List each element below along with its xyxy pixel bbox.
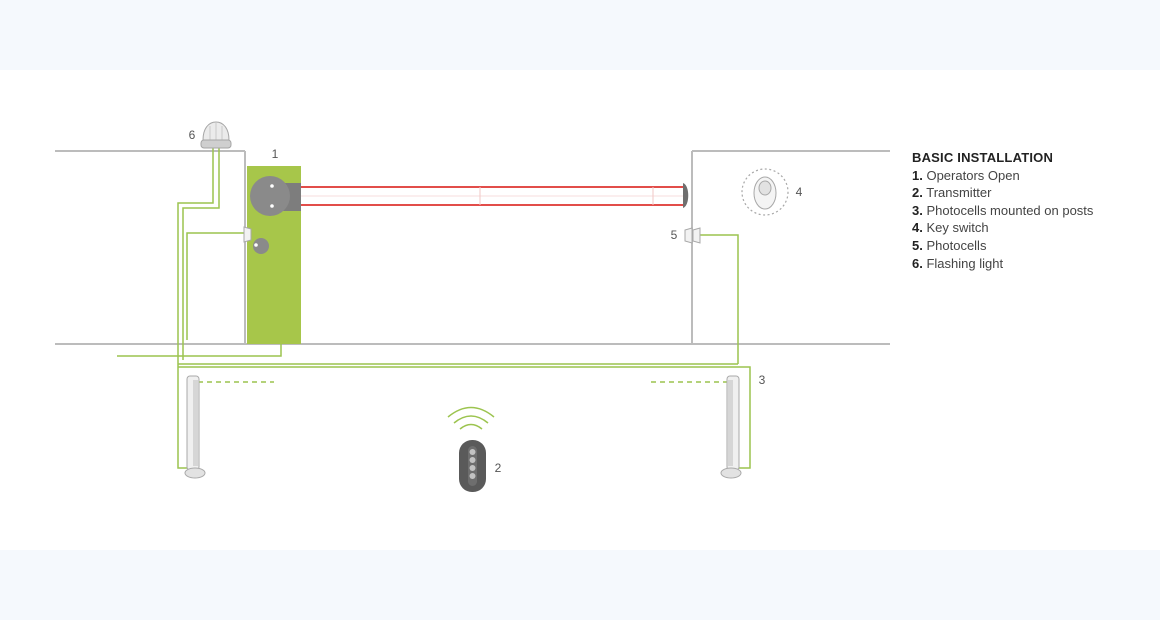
legend-item: 4. Key switch xyxy=(912,219,1093,237)
top-band xyxy=(0,0,1160,70)
bottom-band xyxy=(0,550,1160,620)
callout-key-switch: 4 xyxy=(796,185,803,199)
wire-flashing-light-a xyxy=(177,148,214,469)
legend: BASIC INSTALLATION 1. Operators Open 2. … xyxy=(912,149,1093,272)
signal-wave-middle xyxy=(453,415,489,424)
transmitter xyxy=(447,406,495,492)
legend-item: 5. Photocells xyxy=(912,237,1093,255)
callout-flashing-light: 6 xyxy=(189,128,196,142)
wiring xyxy=(117,148,751,469)
photocell-left xyxy=(243,226,252,243)
legend-item-label: Transmitter xyxy=(926,185,992,201)
wire-flashing-light-b xyxy=(182,148,220,360)
callout-photocells: 5 xyxy=(671,228,678,242)
legend-item-number: 2. xyxy=(912,185,923,201)
lock-knob xyxy=(253,238,269,254)
callout-numbers: 6 1 4 5 3 2 xyxy=(189,128,803,475)
legend-item-number: 1. xyxy=(912,167,923,183)
signal-wave-outer xyxy=(447,406,495,418)
legend-item-label: Flashing light xyxy=(926,255,1004,271)
legend-item: 2. Transmitter xyxy=(912,184,1093,202)
post-photocell-right xyxy=(720,375,742,479)
legend-item: 6. Flashing light xyxy=(912,255,1093,273)
legend-item-label: Photocells xyxy=(926,237,987,253)
signal-wave-inner xyxy=(459,423,483,430)
legend-item-number: 5. xyxy=(912,237,923,253)
legend-item-label: Operators Open xyxy=(926,167,1020,183)
callout-operator: 1 xyxy=(272,147,279,161)
key-switch xyxy=(741,168,789,216)
wire-operator-feed xyxy=(117,344,282,357)
photocell-right xyxy=(684,227,701,244)
legend-item-number: 3. xyxy=(912,202,923,218)
wire-photocell-right xyxy=(700,234,739,364)
legend-item-label: Photocells mounted on posts xyxy=(926,202,1094,218)
operator xyxy=(247,166,301,344)
site-outline xyxy=(55,150,890,345)
legend-item: 3. Photocells mounted on posts xyxy=(912,202,1093,220)
legend-item-label: Key switch xyxy=(926,220,989,236)
wire-photocell-left xyxy=(186,232,244,340)
motor-hub xyxy=(250,176,290,216)
flashing-light xyxy=(200,121,232,149)
legend-item-number: 6. xyxy=(912,255,923,271)
legend-item: 1. Operators Open xyxy=(912,167,1093,185)
callout-transmitter: 2 xyxy=(495,461,502,475)
legend-item-number: 4. xyxy=(912,220,923,236)
legend-title: BASIC INSTALLATION xyxy=(912,150,1054,165)
callout-post-photocells: 3 xyxy=(759,373,766,387)
post-photocell-left xyxy=(184,375,206,479)
boom-arm xyxy=(301,183,689,208)
wire-bus-lower xyxy=(178,366,751,469)
legend-list: 1. Operators Open 2. Transmitter 3. Phot… xyxy=(912,167,1093,273)
